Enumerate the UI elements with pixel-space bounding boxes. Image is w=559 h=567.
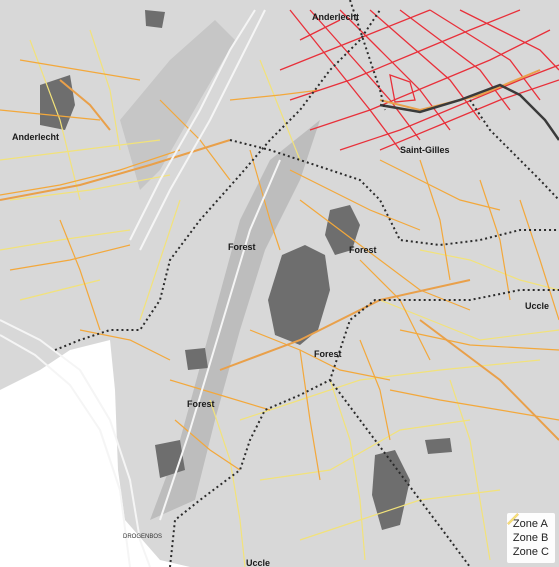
label-saint-gilles: Saint-Gilles (400, 145, 450, 155)
park-duden (325, 205, 360, 255)
railway-lines (0, 9, 281, 567)
label-anderlecht-left: Anderlecht (12, 132, 59, 142)
park-small-3 (425, 438, 452, 454)
label-drogenbos: DROGENBOS (123, 534, 162, 540)
zone-c-streets (0, 29, 559, 567)
legend-row-zone-b: Zone B (507, 513, 549, 545)
label-anderlecht-top: Anderlecht (312, 12, 359, 22)
label-forest-3: Forest (314, 349, 342, 359)
legend-row-zone-c: Zone C (507, 513, 549, 559)
legend-label-zone-b: Zone B (512, 532, 549, 544)
zone-c-swatch-icon (507, 513, 519, 525)
canal-zone (120, 20, 235, 190)
park-small-4 (145, 10, 165, 28)
label-uccle-bottom: Uccle (246, 558, 270, 567)
zone-a-streets (279, 9, 559, 151)
label-uccle-right: Uccle (525, 301, 549, 311)
legend: Zone A Zone B Zone C (506, 513, 555, 563)
commune-boundaries (54, 0, 559, 567)
metro-line (379, 83, 559, 141)
park-forest (268, 245, 330, 345)
park-small-2 (185, 348, 208, 370)
legend-label-zone-a: Zone A (512, 518, 548, 530)
label-forest-4: Forest (187, 399, 215, 409)
park-uccle (372, 450, 410, 530)
outside-region-area (0, 340, 190, 567)
label-forest-1: Forest (228, 242, 256, 252)
legend-label-zone-c: Zone C (512, 546, 549, 558)
label-forest-2: Forest (349, 245, 377, 255)
